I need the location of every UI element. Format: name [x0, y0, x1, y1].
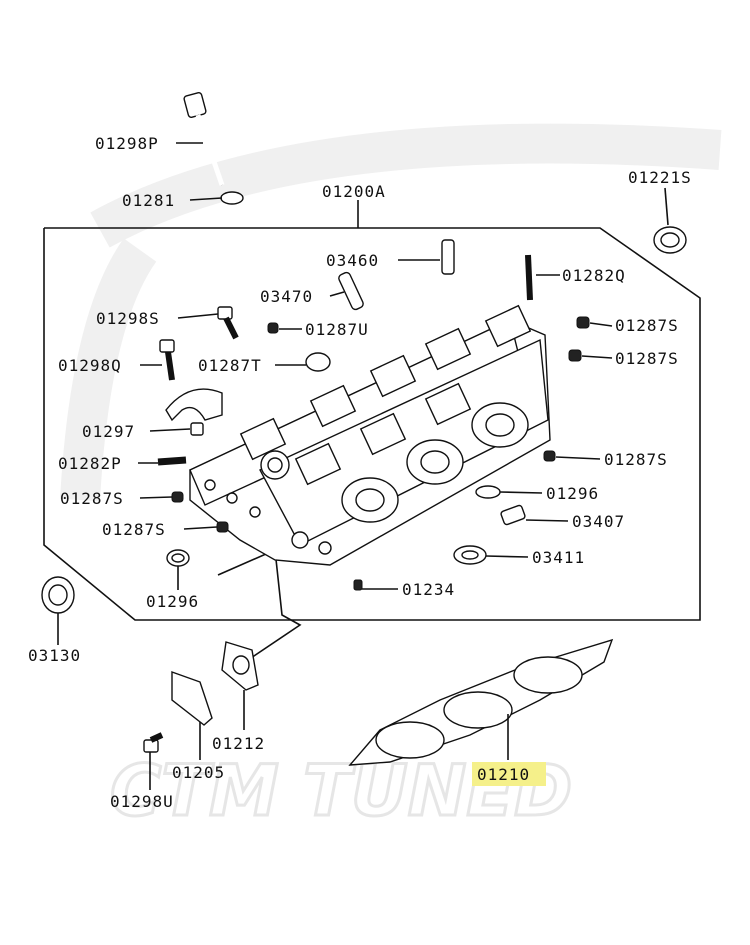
- washer-01281: [220, 191, 244, 205]
- part-03407: [500, 504, 526, 526]
- cover-01205: [171, 671, 213, 726]
- label-01297: 01297: [82, 422, 135, 441]
- highlight-box: [472, 762, 546, 786]
- sleeve-01296-a: [475, 485, 501, 499]
- label-01281: 01281: [122, 191, 175, 210]
- label-01282Q: 01282Q: [562, 266, 626, 285]
- label-01296-a: 01296: [546, 484, 599, 503]
- head-bolt-01298P: [183, 92, 225, 186]
- label-01205: 01205: [172, 763, 225, 782]
- label-01298P: 01298P: [95, 134, 159, 153]
- part-labels: 01298P 01281 01200A 01221S 03460 01282Q …: [28, 134, 692, 811]
- bolt-01298Q: [159, 339, 175, 381]
- label-01212: 01212: [212, 734, 265, 753]
- assembly-outline: [43, 227, 701, 621]
- seal-01221S: [653, 226, 687, 254]
- label-03130: 03130: [28, 646, 81, 665]
- label-03407: 03407: [572, 512, 625, 531]
- stud-01282Q: [525, 254, 533, 301]
- part-01234: [353, 579, 363, 591]
- part-03460: [441, 239, 455, 275]
- part-01297: [190, 422, 204, 436]
- label-01200A: 01200A: [322, 182, 386, 201]
- bearing-cap: [165, 388, 223, 422]
- stud-01282P: [157, 456, 187, 466]
- label-01287U: 01287U: [305, 320, 369, 339]
- plug-01287S-b: [568, 349, 582, 362]
- bolt-01298S: [217, 306, 239, 340]
- plug-01287S-c: [171, 491, 184, 503]
- gasket-divider: [217, 548, 302, 661]
- label-01287S-c: 01287S: [60, 489, 124, 508]
- label-01287S-e: 01287S: [604, 450, 668, 469]
- label-01221S: 01221S: [628, 168, 692, 187]
- plug-01287U: [267, 322, 279, 334]
- cam-towers: [239, 304, 532, 486]
- sleeve-01296-b: [166, 549, 190, 567]
- bolt-01298U: [143, 732, 164, 753]
- label-01210: 01210: [477, 765, 530, 784]
- label-01298S: 01298S: [96, 309, 160, 328]
- cylinder-head: [189, 304, 551, 566]
- pin-03470: [338, 271, 364, 311]
- seal-03130: [41, 576, 75, 614]
- label-01298U: 01298U: [110, 792, 174, 811]
- label-01287S-d: 01287S: [102, 520, 166, 539]
- plug-01287S-a: [576, 316, 590, 329]
- head-gasket-01210: [348, 638, 614, 766]
- label-03470: 03470: [260, 287, 313, 306]
- plug-01287S-e: [543, 450, 556, 462]
- label-01282P: 01282P: [58, 454, 122, 473]
- plug-01287S-d: [216, 521, 229, 533]
- label-01287S-a: 01287S: [615, 316, 679, 335]
- label-01298Q: 01298Q: [58, 356, 122, 375]
- label-01287S-b: 01287S: [615, 349, 679, 368]
- label-01296-b: 01296: [146, 592, 199, 611]
- intake-ports: [341, 402, 529, 523]
- cap-01287T: [305, 352, 331, 372]
- seal-03411: [453, 545, 487, 565]
- label-03460: 03460: [326, 251, 379, 270]
- gasket-01212: [221, 641, 259, 691]
- label-01234: 01234: [402, 580, 455, 599]
- leader-lines: [57, 142, 669, 790]
- label-03411: 03411: [532, 548, 585, 567]
- label-01287T: 01287T: [198, 356, 262, 375]
